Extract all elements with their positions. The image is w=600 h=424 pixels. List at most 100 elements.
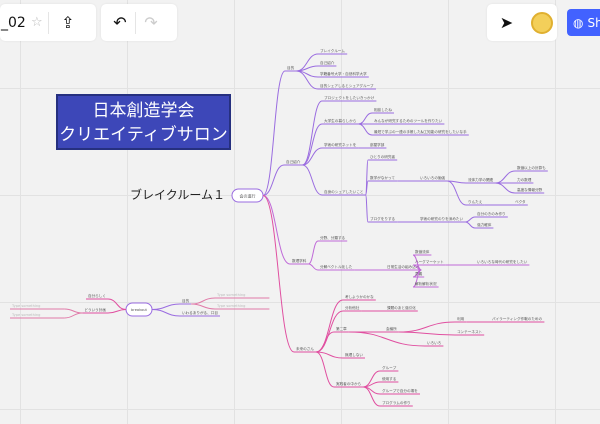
mindmap-node[interactable]: 相談したね — [374, 107, 392, 112]
star-icon[interactable]: ☆ — [31, 15, 43, 30]
mindmap-branch — [365, 180, 369, 196]
mindmap-node[interactable]: プロジェクトをしたいきっかけ — [324, 95, 375, 100]
divider — [47, 11, 49, 34]
export-icon[interactable]: ⇪ — [61, 13, 75, 32]
mindmap-branch — [107, 298, 127, 310]
mindmap-node[interactable]: 分野、分類する — [320, 235, 346, 240]
mindmap-node[interactable]: 数学がなかって — [370, 175, 395, 180]
mindmap-node[interactable]: いろいろ — [427, 340, 442, 345]
mindmap-branch — [302, 147, 323, 166]
breakout-room-label[interactable]: ブレイクルーム１ — [130, 188, 226, 202]
mindmap-branch — [302, 123, 323, 166]
mindmap-node[interactable]: Type something — [216, 304, 245, 308]
mindmap-node[interactable]: 自身のシェアしたいこと — [324, 189, 364, 194]
mindmap-branch — [398, 331, 456, 336]
mindmap-node[interactable]: 目的シェアしるとシェアグループ — [320, 83, 374, 88]
mindmap-branch — [358, 112, 373, 125]
mindmap-node[interactable]: どういう計画 — [84, 307, 106, 312]
mindmap-node[interactable]: 自己紹介 — [320, 60, 335, 65]
mindmap-branch — [315, 299, 344, 353]
mindmap-node[interactable]: 使用する — [382, 376, 397, 381]
mindmap-branch — [64, 312, 83, 319]
mindmap-node[interactable]: 流体力学の関連 — [468, 177, 494, 182]
mindmap-node[interactable]: 力の数理 — [517, 177, 532, 182]
mindmap-node[interactable]: 高度な情報分野 — [517, 187, 543, 192]
mindmap-node[interactable]: 数値流体 — [415, 249, 430, 254]
mindmap-branch — [302, 164, 323, 196]
mindmap-node[interactable]: 自分のきのみ作り — [477, 211, 506, 216]
mindmap-node[interactable]: 目的 — [287, 65, 295, 70]
mindmap-branch — [262, 195, 291, 265]
share-button[interactable]: ◍Sh — [567, 9, 600, 36]
mindmap-node[interactable]: 第二章 — [336, 326, 347, 331]
mindmap-node[interactable]: グループ — [382, 365, 397, 370]
mindmap-node[interactable]: 分解ベクトル化した — [320, 264, 353, 269]
mindmap-node[interactable]: いろいろの勉強 — [420, 175, 446, 180]
mindmap-node[interactable]: 強力軽体 — [477, 222, 492, 227]
mindmap-node[interactable]: ハーグマーケット — [415, 259, 444, 264]
mindmap-node[interactable]: 人工知能の研究をしたいな手 — [420, 129, 467, 134]
cursor-filter-icon[interactable]: ➤ — [499, 13, 514, 32]
mindmap-node[interactable]: ひとりの研究者 — [370, 154, 395, 159]
mindmap-branch — [191, 303, 216, 310]
redo-icon[interactable]: ↷ — [144, 13, 158, 32]
mindmap-node[interactable]: 日常生活の組み込み — [387, 264, 420, 269]
mindmap-node[interactable]: 利用 — [457, 316, 465, 321]
mindmap-node[interactable]: パイラーティング作戦のための — [492, 316, 543, 321]
mindmap-node[interactable]: Type something — [11, 304, 40, 308]
mindmap-branch — [398, 321, 456, 333]
mindmap-node[interactable]: 自分らしく — [88, 293, 106, 298]
mindmap-node[interactable]: 部屋学部 — [370, 142, 385, 147]
mindmap-node[interactable]: コンテーネスト — [457, 329, 483, 334]
mindmap-node[interactable]: 学術の研究のりを深めたい — [420, 216, 464, 221]
mindmap-node[interactable]: 目的 — [182, 298, 190, 303]
mindmap-node[interactable]: 自己紹介 — [286, 159, 301, 164]
mindmap-node[interactable]: 考しようかのかな — [345, 294, 374, 299]
mindmap-node[interactable]: Type something — [216, 293, 245, 297]
mindmap-node[interactable]: 無理しない — [345, 352, 363, 357]
mindmap-node[interactable]: ブログをりする — [370, 216, 396, 221]
left-root-label: breakout — [131, 308, 148, 312]
title-line-2: クリエイティブサロン — [59, 125, 228, 145]
mindmap-node[interactable]: プログラムの作り — [382, 400, 411, 405]
title-sticky[interactable]: 日本創造学会 クリエイティブサロン — [56, 94, 231, 150]
board-title-panel: _02 ☆ ⇪ — [0, 4, 96, 41]
mindmap-branch — [315, 351, 344, 359]
board-name[interactable]: _02 — [1, 14, 26, 31]
mindmap-node[interactable]: ブレイクルーム — [320, 48, 345, 53]
mindmap-branch — [151, 309, 181, 317]
mindmap-branch — [315, 331, 335, 353]
mindmap-node[interactable]: いろいろな時代の研究をしたい — [477, 259, 528, 264]
mindmap-node[interactable]: 数値以上の計算も — [517, 165, 546, 170]
mindmap-branch — [262, 195, 295, 353]
root-label: 会の進行 — [240, 193, 256, 199]
mindmap-node[interactable]: いわるありがる、口目 — [182, 310, 218, 315]
mindmap-branch — [262, 70, 286, 196]
mindmap-node[interactable]: みんなが研究するためのツールを作りたい — [374, 118, 443, 123]
mindmap-node[interactable]: 実践者の中から — [336, 381, 362, 386]
avatar[interactable] — [530, 11, 553, 34]
mindmap-node[interactable]: 最短で学ぶの一連の手帳したい — [374, 129, 425, 134]
mindmap-node[interactable]: 分析他社 — [345, 305, 360, 310]
undo-icon[interactable]: ↶ — [113, 13, 127, 32]
mindmap-node[interactable]: ベクタ — [515, 199, 526, 204]
mindmap-branch — [107, 309, 127, 314]
mindmap-branch — [308, 263, 319, 271]
mindmap-node[interactable]: 会議所 — [386, 326, 397, 331]
mindmap-node[interactable]: 学術の研究ネットを — [324, 142, 357, 147]
mindmap-node[interactable]: りんたえ — [468, 199, 483, 204]
mindmap-node[interactable]: Type something — [11, 313, 40, 317]
mindmap-branch — [495, 170, 516, 184]
mindmap-node[interactable]: 大学生の暮らしから — [324, 118, 357, 123]
mindmap-node[interactable]: グループで自分の場を — [382, 388, 418, 393]
mindmap-node[interactable]: 学籍番号大学・自然科学大学 — [320, 71, 367, 76]
mindmap-branch — [296, 70, 319, 90]
mindmap-node[interactable]: 解析解析状況 — [415, 281, 437, 286]
mindmap-node[interactable]: 数理学科 — [292, 258, 307, 263]
mindmap-branch — [315, 351, 335, 388]
mindmap-node[interactable]: 課題のあと強引化 — [387, 305, 416, 310]
mindmap-node[interactable]: 未来のさん — [296, 346, 314, 351]
mindmap-branch — [262, 164, 285, 196]
mindmap-branch — [465, 221, 476, 229]
